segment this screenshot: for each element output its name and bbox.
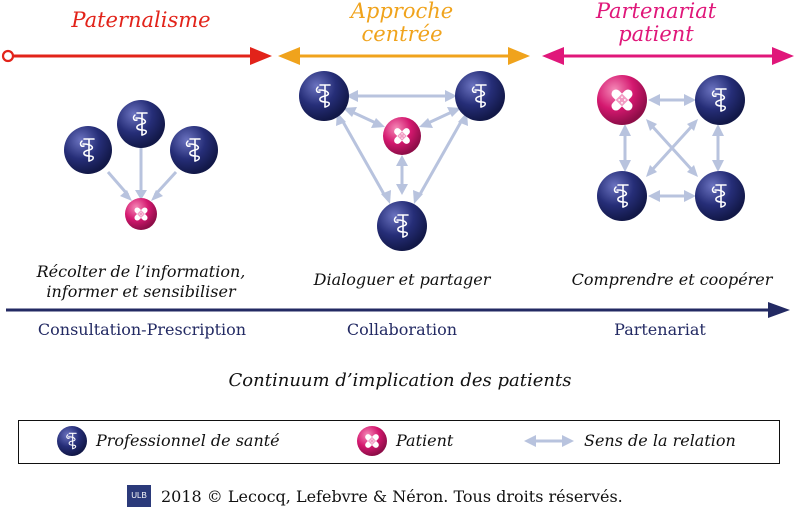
stage2-patient-node <box>383 117 421 155</box>
stage-title-approche-centree: Approche centrée <box>287 0 517 46</box>
stage-title-line: patient <box>618 22 694 46</box>
timeline-arrow-partenariat <box>542 47 794 65</box>
description-line: Récolter de l’information, <box>36 262 246 281</box>
legend-professional-label: Professionnel de santé <box>96 431 280 450</box>
stage2-professional-node-left <box>299 71 349 121</box>
stage3-description: Comprendre et coopérer <box>571 270 773 289</box>
phase-label-collaboration: Collaboration <box>346 320 458 339</box>
stage3-patient-node <box>597 75 647 125</box>
stage-title-line: centrée <box>361 22 443 46</box>
stage1-professional-node-center <box>117 100 165 148</box>
copyright-text: 2018 © Lecocq, Lefebvre & Néron. Tous dr… <box>161 487 623 506</box>
timeline-arrow-approche-centree <box>278 47 530 65</box>
description-line: informer et sensibiliser <box>46 282 236 301</box>
stage-title-line: Approche <box>350 0 454 23</box>
stage3-relations <box>619 94 724 202</box>
stage-title-paternalisme: Paternalisme <box>71 8 211 32</box>
legend-relation-label: Sens de la relation <box>584 431 736 450</box>
stage1-description: Récolter de l’information, informer et s… <box>6 262 276 302</box>
stage1-patient-node <box>125 198 157 230</box>
legend-relation-arrow-icon <box>524 435 574 447</box>
legend-patient-icon <box>357 426 387 456</box>
stage1-professional-node-left <box>64 126 112 174</box>
continuum-arrow <box>6 302 790 318</box>
stage1-relations <box>106 146 178 201</box>
stage1-professional-node-right <box>170 126 218 174</box>
legend-box <box>18 420 780 464</box>
stage2-description: Dialoguer et partager <box>313 270 491 289</box>
legend-patient-label: Patient <box>396 431 454 450</box>
phase-label-consultation: Consultation-Prescription <box>37 320 247 339</box>
ulb-logo: ULB <box>127 485 151 507</box>
phase-label-partenariat: Partenariat <box>614 320 706 339</box>
stage3-professional-node-top-right <box>695 75 745 125</box>
stage3-professional-node-bottom-left <box>597 171 647 221</box>
stage-title-partenariat-patient: Partenariat patient <box>541 0 771 46</box>
stage2-professional-node-bottom <box>377 201 427 251</box>
stage2-professional-node-right <box>455 71 505 121</box>
continuum-caption: Continuum d’implication des patients <box>228 370 572 391</box>
timeline-arrow-paternalisme <box>1 47 272 65</box>
legend-professional-icon <box>57 426 87 456</box>
stage-title-line: Partenariat <box>595 0 717 23</box>
stage3-professional-node-bottom-right <box>695 171 745 221</box>
